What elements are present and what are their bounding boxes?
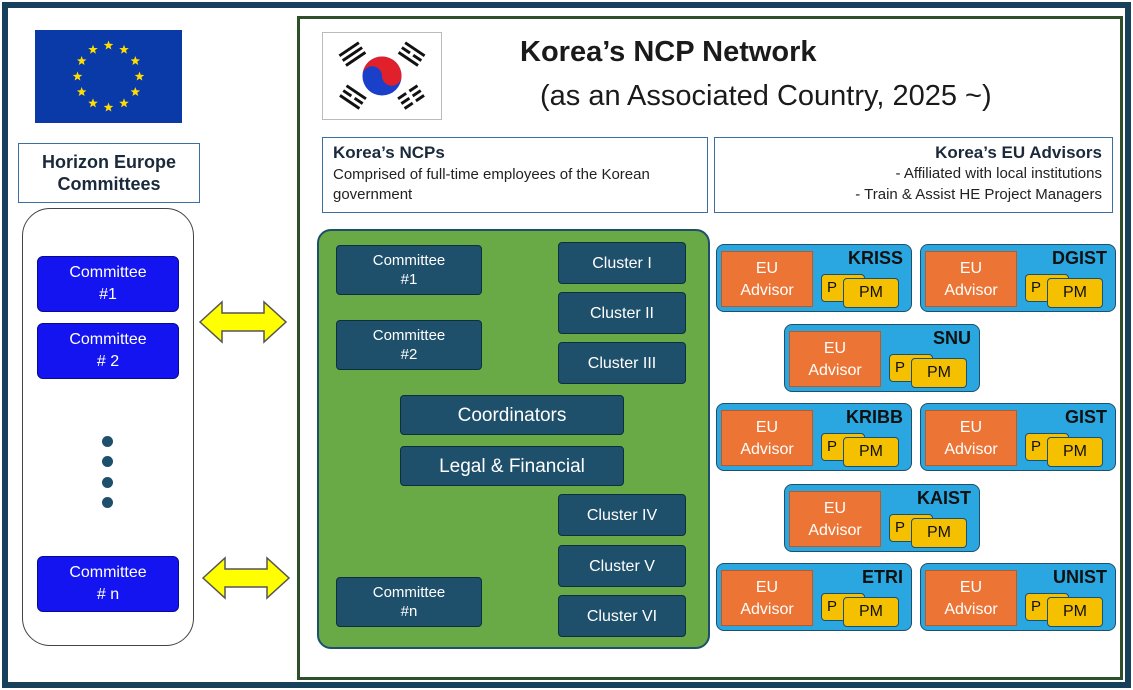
project-manager-card: PM — [843, 597, 899, 627]
horizon-europe-committees-label: Horizon Europe Committees — [18, 143, 200, 203]
ncp-committee-1: Committee #1 — [336, 245, 482, 295]
institution-name: KRISS — [847, 248, 903, 268]
eu-flag-icon — [35, 30, 182, 123]
page-subtitle: (as an Associated Country, 2025 ~) — [540, 80, 992, 112]
eu-advisor-box: EU Advisor — [925, 410, 1017, 466]
institution-name: KRIBB — [846, 407, 903, 427]
eu-advisor-box: EU Advisor — [925, 570, 1017, 626]
institution-name: GIST — [1064, 407, 1107, 427]
eu-advisor-box: EU Advisor — [925, 251, 1017, 307]
korea-flag-icon — [322, 32, 442, 120]
korea-advisors-box: Korea’s EU Advisors - Affiliated with lo… — [714, 137, 1113, 213]
ellipsis-dot — [102, 436, 113, 447]
project-manager-card: PM — [911, 358, 967, 388]
legal-financial-box: Legal & Financial — [400, 446, 624, 486]
cluster-2: Cluster II — [558, 292, 686, 334]
double-arrow-icon — [201, 556, 291, 600]
committee-n-box: Committee # n — [37, 556, 179, 612]
ncp-committee-2: Committee #2 — [336, 320, 482, 370]
ncp-committee-n: Committee #n — [336, 577, 482, 627]
double-arrow-icon — [198, 300, 288, 344]
institution-name: UNIST — [1053, 567, 1107, 587]
ellipsis-dot — [102, 497, 113, 508]
project-manager-card: PM — [843, 437, 899, 467]
project-manager-card: PM — [843, 278, 899, 308]
project-manager-card: PM — [911, 518, 967, 548]
institution-name: ETRI — [861, 567, 903, 587]
advisors-heading: Korea’s EU Advisors — [935, 143, 1102, 162]
cluster-1: Cluster I — [558, 242, 686, 284]
ellipsis-dot — [102, 456, 113, 467]
coordinators-box: Coordinators — [400, 395, 624, 435]
project-manager-card: PM — [1047, 278, 1103, 308]
institution-name: KAIST — [917, 488, 971, 508]
eu-advisor-box: EU Advisor — [721, 570, 813, 626]
institution-name: DGIST — [1051, 248, 1107, 268]
committee-2-box: Committee # 2 — [37, 323, 179, 379]
cluster-6: Cluster VI — [558, 595, 686, 637]
cluster-3: Cluster III — [558, 342, 686, 384]
project-manager-card: PM — [1047, 597, 1103, 627]
korea-ncps-box: Korea’s NCPs Comprised of full-time empl… — [322, 137, 708, 213]
project-manager-card: PM — [1047, 437, 1103, 467]
advisors-line-2: - Train & Assist HE Project Managers — [855, 186, 1102, 203]
institution-name: SNU — [932, 328, 971, 348]
eu-advisor-box: EU Advisor — [721, 410, 813, 466]
eu-advisor-box: EU Advisor — [789, 491, 881, 547]
advisors-line-1: - Affiliated with local institutions — [895, 165, 1103, 182]
ncps-description: Comprised of full-time employees of the … — [333, 166, 650, 203]
page-title: Korea’s NCP Network — [520, 36, 817, 68]
cluster-4: Cluster IV — [558, 494, 686, 536]
ellipsis-dot — [102, 477, 113, 488]
eu-advisor-box: EU Advisor — [789, 331, 881, 387]
cluster-5: Cluster V — [558, 545, 686, 587]
eu-advisor-box: EU Advisor — [721, 251, 813, 307]
ncps-heading: Korea’s NCPs — [333, 143, 445, 162]
committee-1-box: Committee #1 — [37, 256, 179, 312]
